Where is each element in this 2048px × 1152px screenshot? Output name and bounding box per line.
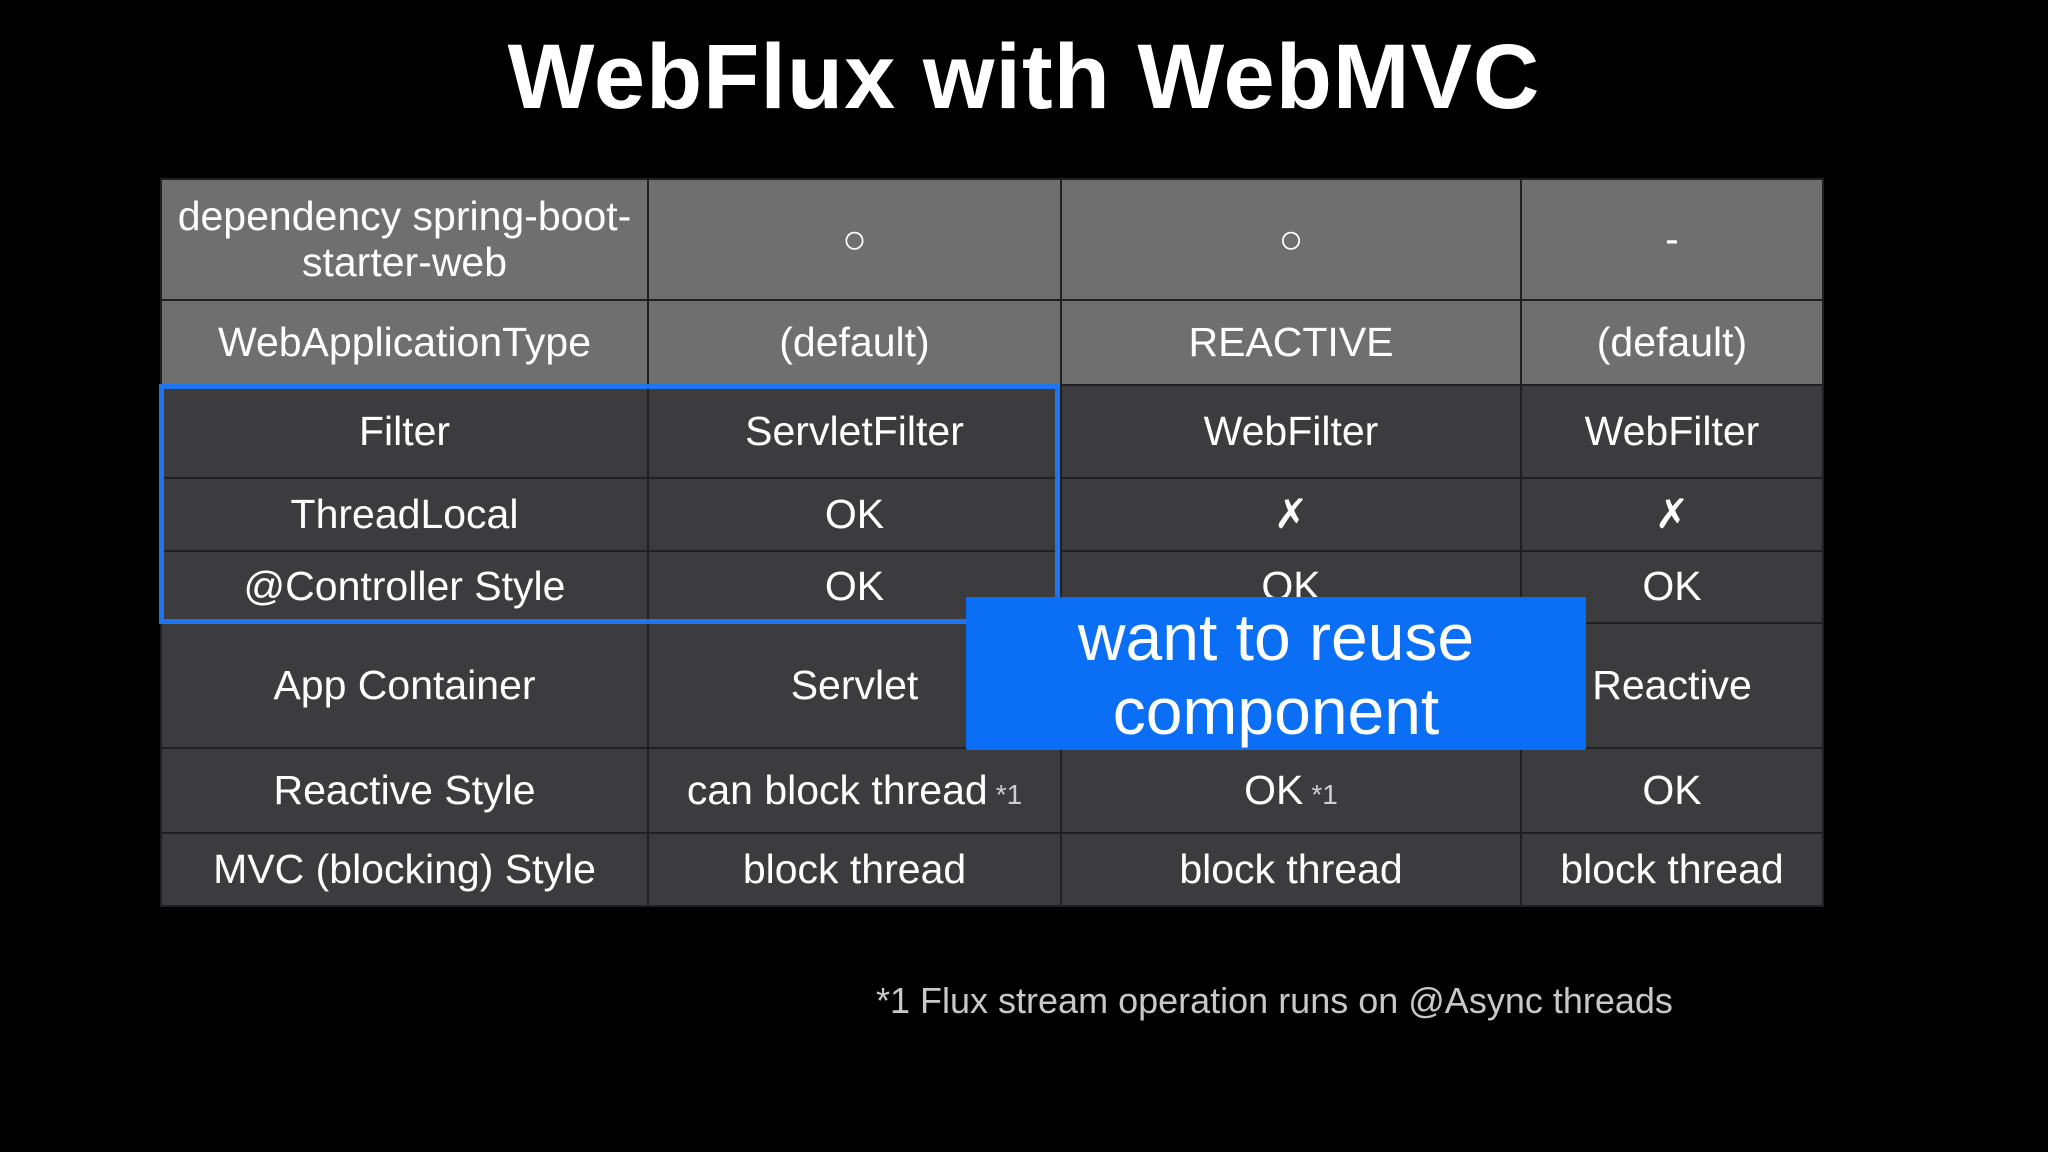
table-cell: -: [1520, 178, 1824, 301]
table-cell: (default): [1520, 299, 1824, 386]
cell-text: Filter: [358, 407, 451, 454]
cell-text: WebFilter: [1584, 407, 1760, 454]
table-row: Filter ServletFilter WebFilter WebFilter: [160, 384, 1824, 479]
table-cell: WebApplicationType: [160, 299, 649, 386]
table-cell: Reactive Style: [160, 747, 649, 834]
cell-text: Reactive Style: [273, 766, 536, 813]
cell-text: OK: [824, 490, 885, 537]
cross-mark: ✗: [1654, 490, 1690, 537]
cell-text: (default): [1596, 318, 1748, 365]
cell-text: WebFilter: [1203, 407, 1379, 454]
callout-line: component: [1112, 674, 1440, 748]
cell-text: ○: [842, 215, 867, 262]
cell-text: block thread: [742, 845, 967, 892]
footnote: *1 Flux stream operation runs on @Async …: [876, 980, 1673, 1021]
cell-text: OK: [1642, 563, 1702, 610]
table-cell: OK*1: [1060, 747, 1522, 834]
table-cell: block thread: [1520, 832, 1824, 907]
table-row: ThreadLocal OK ✗ ✗: [160, 477, 1824, 552]
table-cell: ✗: [1520, 477, 1824, 552]
cell-text: (default): [779, 318, 930, 365]
cell-text: ThreadLocal: [290, 490, 519, 537]
cell-text: MVC (blocking) Style: [213, 845, 596, 892]
table-cell: ThreadLocal: [160, 477, 649, 552]
table-cell: WebFilter: [1060, 384, 1522, 479]
table-cell: App Container: [160, 622, 649, 749]
footnote-marker: *1: [995, 778, 1023, 810]
table-cell: MVC (blocking) Style: [160, 832, 649, 907]
cell-text: @Controller Style: [243, 563, 566, 610]
cell-text: dependency spring-boot-starter-web: [177, 193, 632, 285]
table-cell: @Controller Style: [160, 550, 649, 624]
table-row: WebApplicationType (default) REACTIVE (d…: [160, 299, 1824, 386]
table-cell: ○: [647, 178, 1062, 301]
table-cell: block thread: [647, 832, 1062, 907]
table-cell: dependency spring-boot-starter-web: [160, 178, 649, 301]
cell-text: Servlet: [790, 661, 919, 708]
cell-text: -: [1665, 215, 1679, 262]
comparison-table: dependency spring-boot-starter-web ○ ○ -…: [160, 178, 1824, 907]
cell-text: REACTIVE: [1188, 318, 1394, 365]
callout-line: want to reuse: [1077, 600, 1475, 674]
callout-box: want to reuse component: [966, 597, 1586, 750]
table-row: dependency spring-boot-starter-web ○ ○ -: [160, 178, 1824, 301]
table-cell: ○: [1060, 178, 1522, 301]
cell-text: WebApplicationType: [217, 318, 592, 365]
table-cell: REACTIVE: [1060, 299, 1522, 386]
cell-text: App Container: [273, 661, 536, 708]
cell-text: OK: [1244, 766, 1304, 813]
footnote-marker: *1: [1311, 778, 1338, 810]
table-cell: ServletFilter: [647, 384, 1062, 479]
table-cell: Filter: [160, 384, 649, 479]
table-cell: can block thread*1: [647, 747, 1062, 834]
cell-text: block thread: [1179, 845, 1403, 892]
table-cell: OK: [1520, 550, 1824, 624]
cell-text: can block thread: [686, 766, 988, 813]
table-cell: (default): [647, 299, 1062, 386]
table-cell: WebFilter: [1520, 384, 1824, 479]
table-row: MVC (blocking) Style block thread block …: [160, 832, 1824, 907]
table-cell: block thread: [1060, 832, 1522, 907]
table-cell: ✗: [1060, 477, 1522, 552]
cell-text: ○: [1278, 215, 1304, 262]
cell-text: ServletFilter: [745, 407, 964, 454]
cell-text: OK: [824, 563, 885, 610]
table-row: Reactive Style can block thread*1 OK*1 O…: [160, 747, 1824, 834]
cell-text: block thread: [1560, 845, 1784, 892]
cross-mark: ✗: [1273, 490, 1309, 537]
cell-text: OK: [1642, 766, 1702, 813]
cell-text: Reactive: [1592, 661, 1752, 708]
table-cell: OK: [1520, 747, 1824, 834]
slide-title: WebFlux with WebMVC: [507, 26, 1541, 128]
table-cell: OK: [647, 477, 1062, 552]
